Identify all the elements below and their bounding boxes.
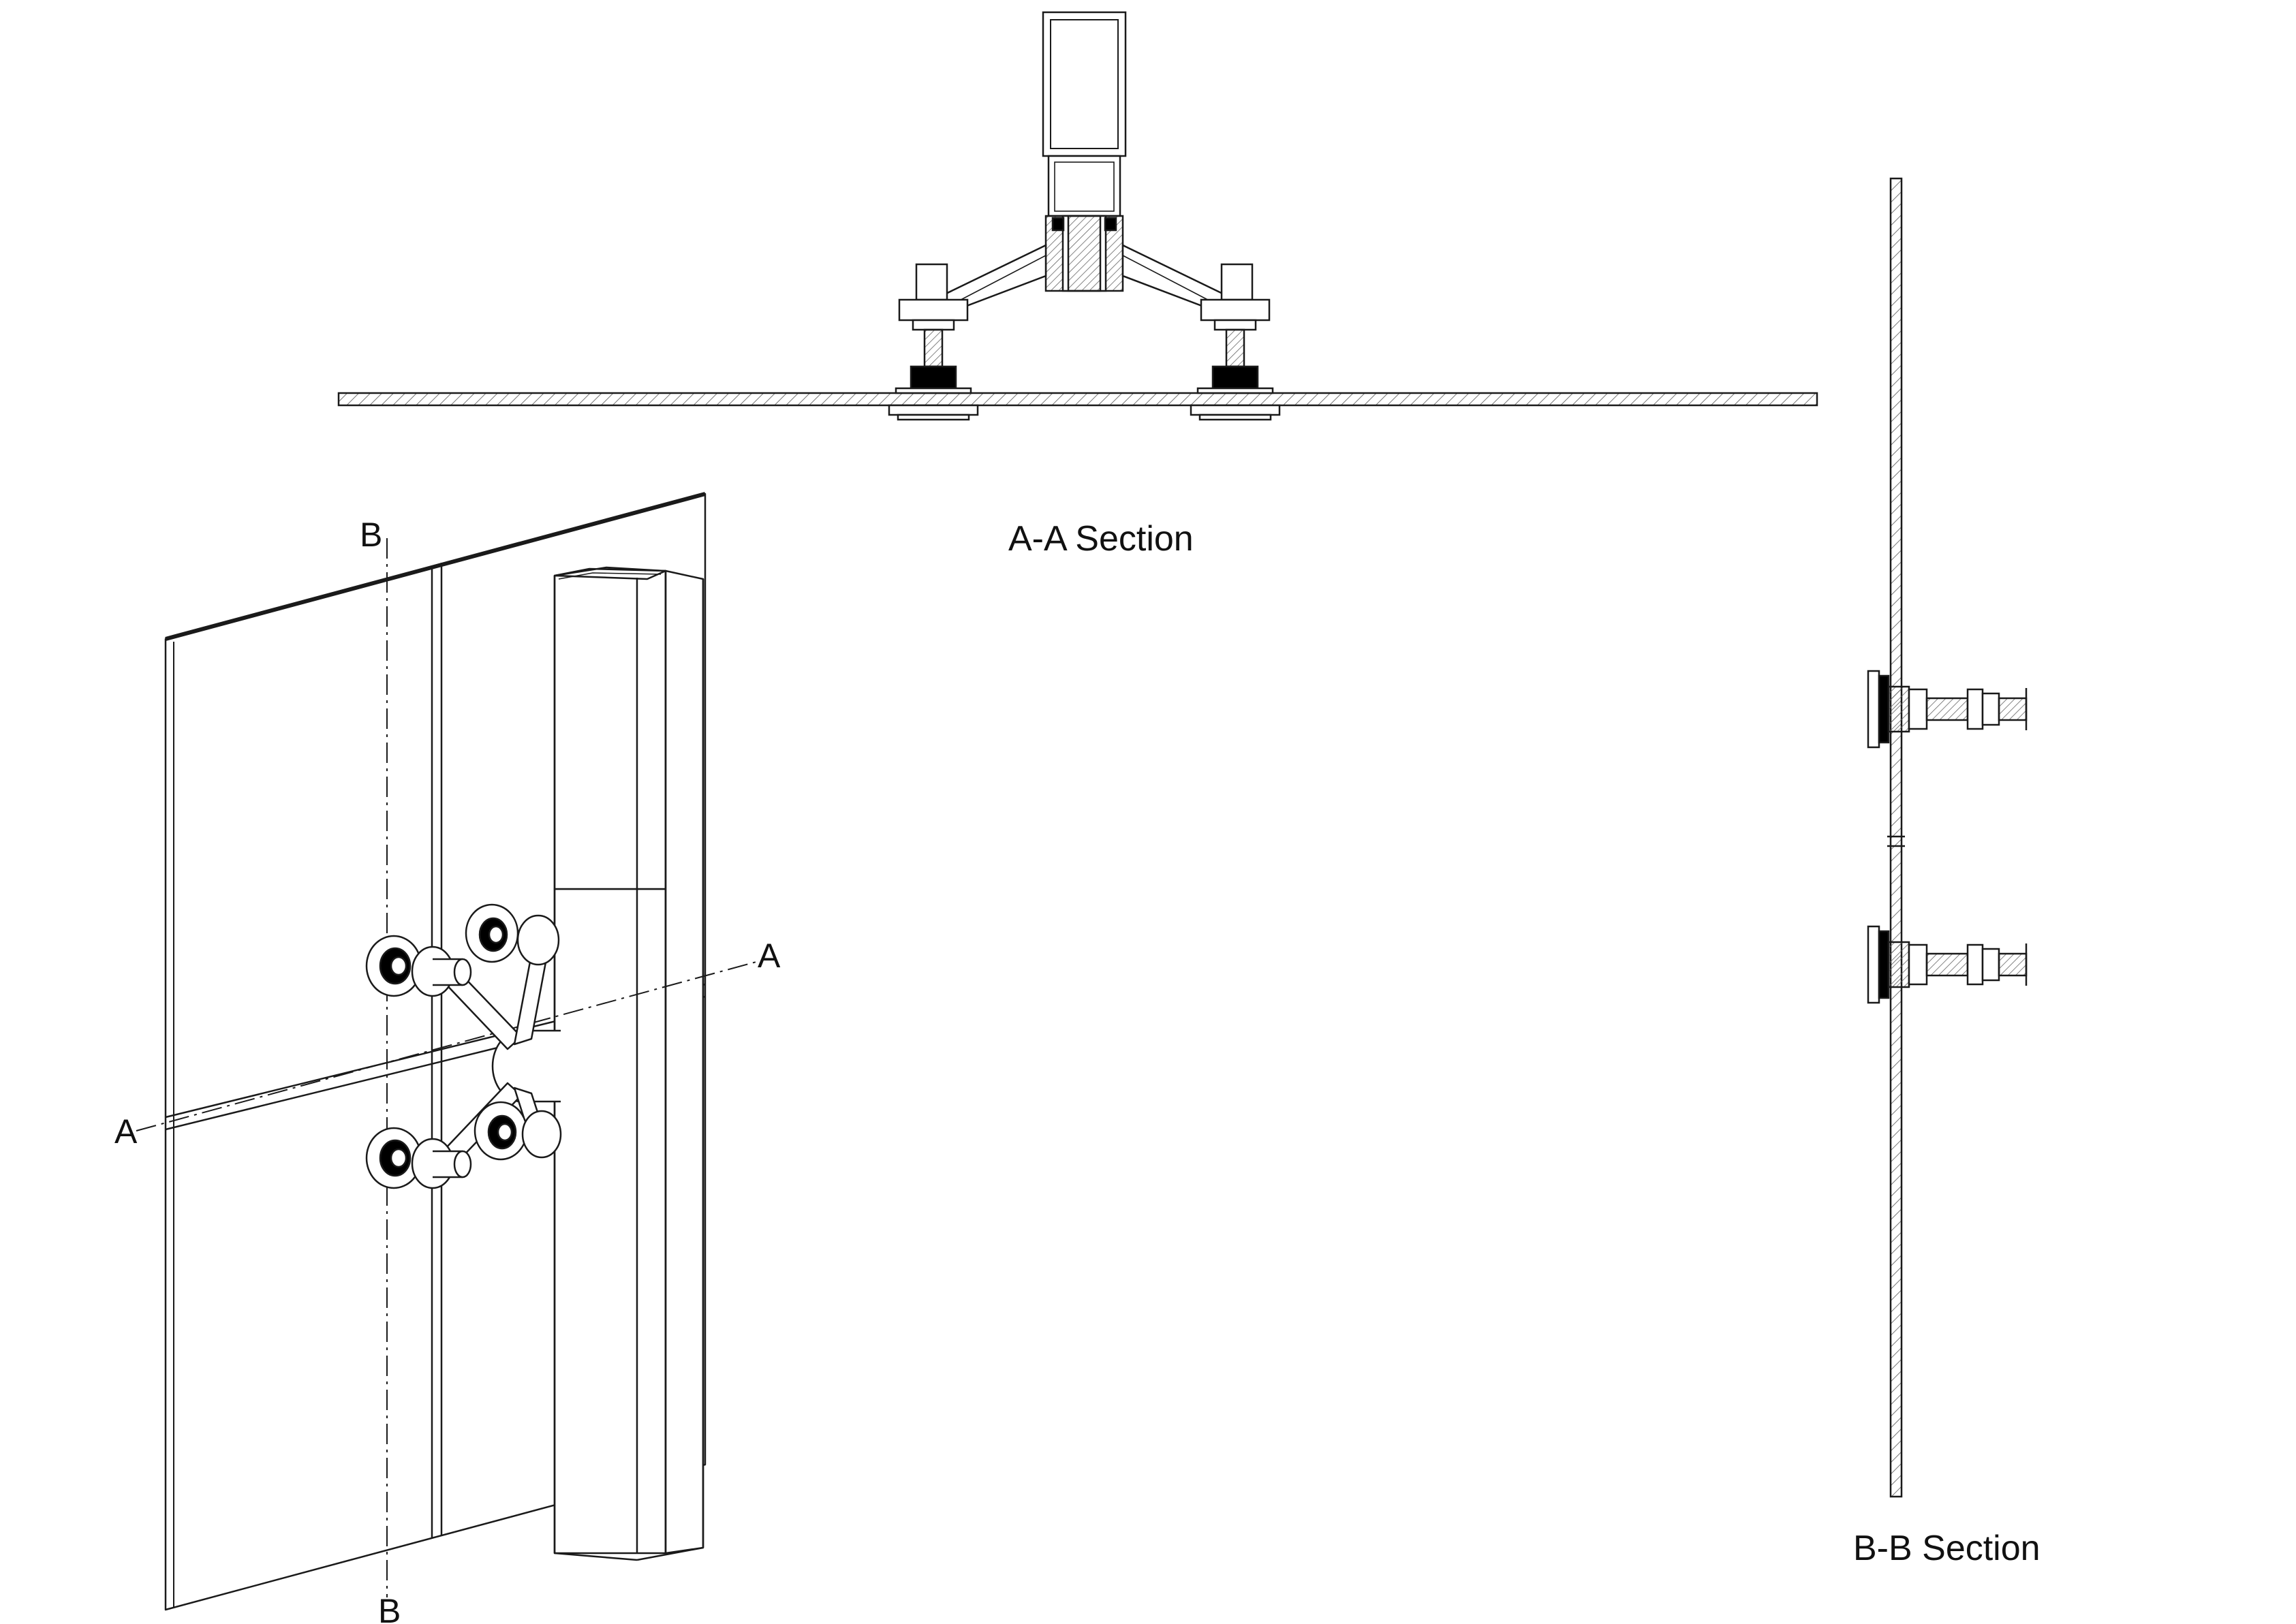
iso-point-fixing-lower-right xyxy=(474,1101,562,1161)
isometric-assembly-view xyxy=(136,492,757,1611)
aa-section-title: A-A Section xyxy=(1008,519,1194,559)
b-cut-label-top: B xyxy=(360,516,382,554)
aa-fitting-right xyxy=(1190,263,1281,421)
aa-cut-line xyxy=(136,961,757,1131)
aa-fitting-left xyxy=(888,263,979,421)
a-cut-label-right: A xyxy=(758,937,781,975)
bb-fitting-lower xyxy=(1867,925,2028,1004)
b-cut-label-bottom: B xyxy=(378,1592,401,1624)
aa-glass-panel xyxy=(337,392,1818,407)
bb-section-drawing xyxy=(1867,177,2028,1498)
bb-glass-panel xyxy=(1889,177,1903,1498)
iso-point-fixing-upper-right xyxy=(465,903,560,966)
iso-mullion xyxy=(553,566,704,1561)
iso-point-fixing-lower-left xyxy=(365,1127,472,1189)
a-cut-label-left: A xyxy=(114,1112,138,1151)
aa-gasket-right xyxy=(1211,365,1259,390)
iso-point-fixing-upper-left xyxy=(365,935,472,997)
bb-section-title: B-B Section xyxy=(1853,1529,2041,1568)
aa-mullion-connector xyxy=(1047,155,1121,217)
aa-gasket-left xyxy=(910,365,957,390)
aa-mullion-tube xyxy=(1042,11,1127,157)
bb-fitting-upper xyxy=(1867,670,2028,749)
aa-section-drawing xyxy=(337,11,1818,421)
